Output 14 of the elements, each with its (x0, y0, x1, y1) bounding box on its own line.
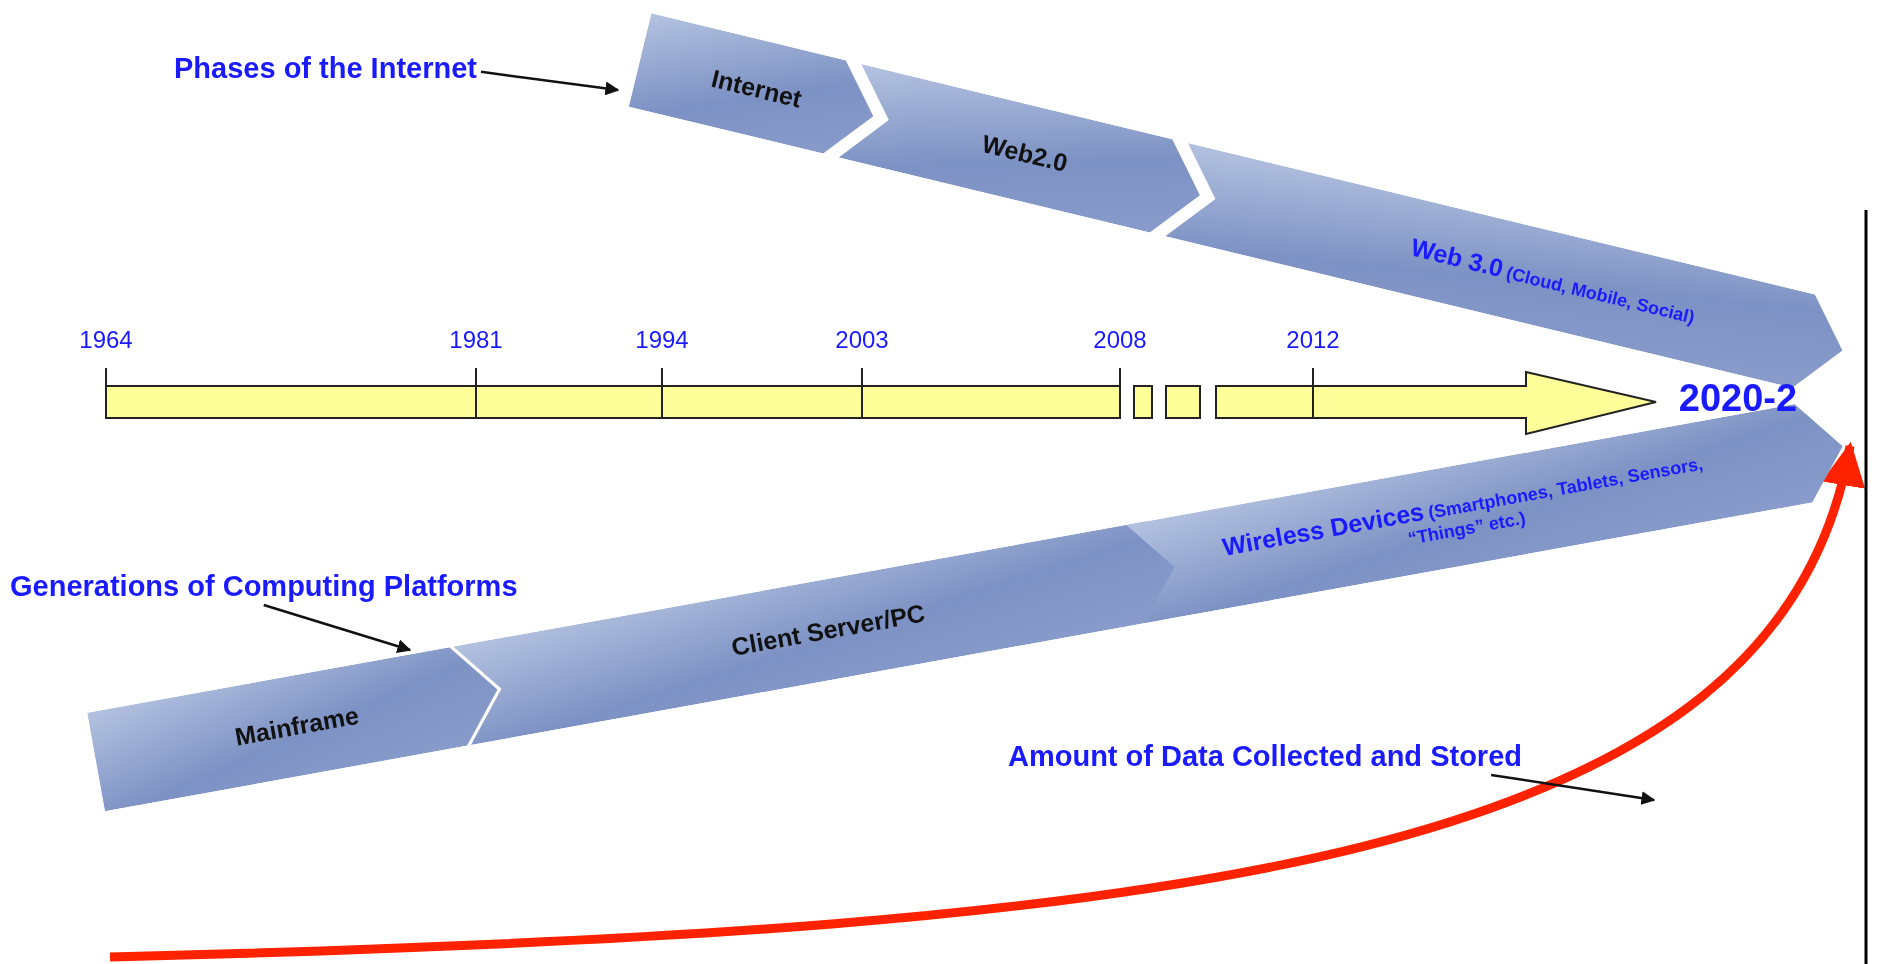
year-label: 1981 (449, 326, 503, 354)
chevron-label: Web 3.0 (1408, 232, 1507, 282)
chevron-label: Web2.0 (979, 128, 1071, 177)
chevron-label: Internet (708, 63, 805, 113)
end-year-label: 2020-2 (1678, 376, 1798, 420)
year-label: 1964 (79, 326, 133, 354)
chevron-sublabel: (Cloud, Mobile, Social) (1504, 262, 1697, 328)
arrow (480, 70, 620, 96)
year-label: 1994 (635, 326, 689, 354)
year-label: 2003 (835, 326, 889, 354)
annotation-text: Phases of the Internet (174, 52, 477, 85)
year-label: 2012 (1286, 326, 1340, 354)
timeline-block-arrow (105, 367, 1657, 436)
year-label: 2008 (1093, 326, 1147, 354)
